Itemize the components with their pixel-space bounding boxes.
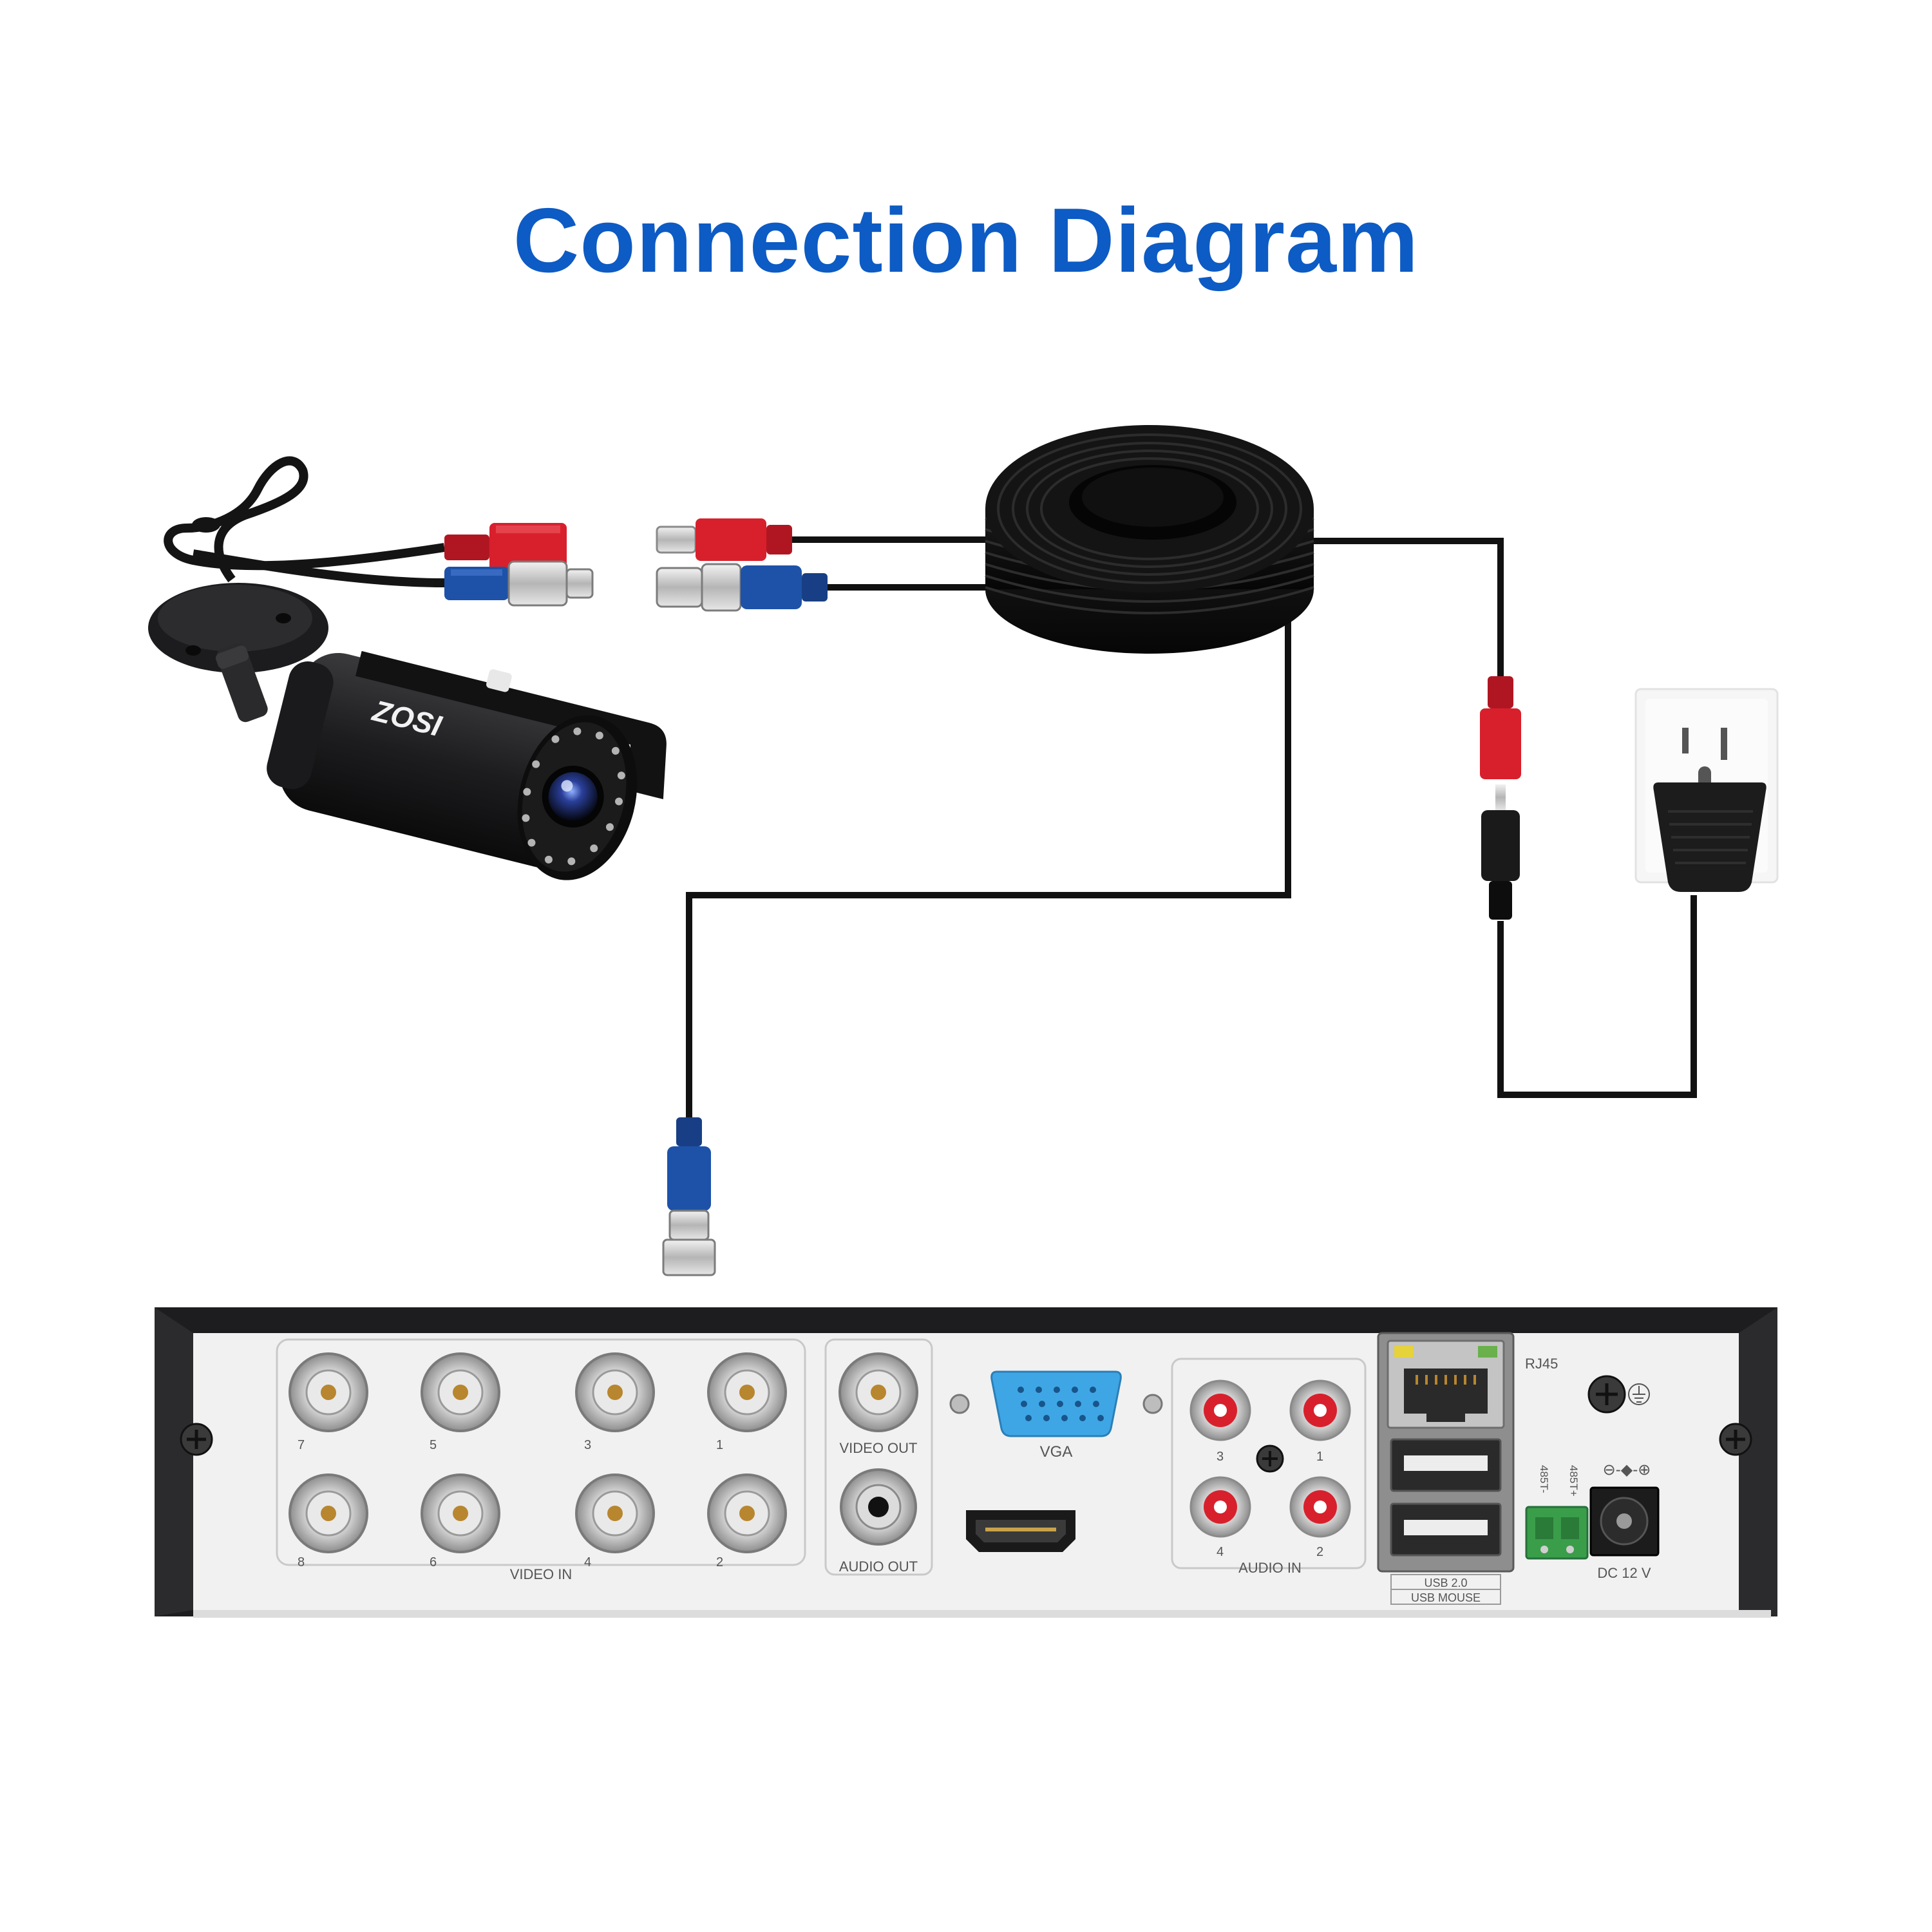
video-in-port-8[interactable] [289, 1473, 368, 1553]
audio-in-port-4[interactable] [1189, 1476, 1251, 1538]
dc-voltage-label: DC 12 V [1597, 1565, 1651, 1581]
video-out-bnc-port[interactable] [838, 1352, 918, 1432]
video-in-port-3[interactable] [575, 1352, 655, 1432]
video-in-port-2[interactable] [707, 1473, 787, 1553]
rs485-terminal[interactable] [1525, 1506, 1589, 1560]
rj45-port[interactable] [1387, 1340, 1505, 1429]
video-in-number-2: 2 [716, 1555, 723, 1569]
audio-in-port-3[interactable] [1189, 1379, 1251, 1441]
dc-power-jack[interactable] [1589, 1486, 1660, 1557]
video-in-label: VIDEO IN [510, 1566, 573, 1582]
video-in-number-1: 1 [716, 1438, 723, 1452]
video-in-port-1[interactable] [707, 1352, 787, 1432]
chassis-screw-right [1719, 1423, 1752, 1456]
cable-red-dc-male-connector [656, 518, 792, 561]
video-out-label: VIDEO OUT [839, 1440, 917, 1456]
video-in-number-5: 5 [430, 1438, 437, 1452]
video-in-bnc-ports [289, 1352, 787, 1553]
audio-in-number-3: 3 [1217, 1450, 1224, 1464]
usb-port-2[interactable] [1390, 1502, 1502, 1557]
video-in-number-4: 4 [584, 1555, 591, 1569]
camera-red-power-connector [444, 523, 567, 572]
rs485-minus-label: 485T- [1538, 1465, 1550, 1493]
rj45-label: RJ45 [1525, 1356, 1558, 1372]
camera-blue-bnc-connector [444, 560, 594, 607]
video-in-number-3: 3 [584, 1438, 591, 1452]
audio-in-port-2[interactable] [1289, 1476, 1351, 1538]
video-in-port-7[interactable] [289, 1352, 368, 1432]
audio-center-screw [1256, 1444, 1284, 1473]
video-in-port-6[interactable] [421, 1473, 500, 1553]
usb-label: USB 2.0 [1424, 1577, 1467, 1589]
audio-in-rca-ports [1189, 1379, 1351, 1538]
video-in-number-8: 8 [298, 1555, 305, 1569]
camera-pigtail-cable-2 [192, 549, 445, 587]
usb-port-1[interactable] [1390, 1438, 1502, 1492]
polarity-symbols: ⊖-◆-⊕ [1603, 1461, 1651, 1479]
audio-in-label: AUDIO IN [1238, 1560, 1302, 1576]
usb-mouse-label: USB MOUSE [1411, 1591, 1481, 1604]
ground-screw[interactable] [1587, 1375, 1626, 1414]
dvr-rear-panel: 7 5 3 1 8 6 4 2 VIDEO IN VIDEO OUT [155, 1307, 1777, 1618]
cable-coil [985, 425, 1314, 654]
chassis-screw-left [180, 1423, 213, 1456]
cable-blue-bnc-connector [656, 563, 828, 612]
vga-label: VGA [1040, 1443, 1073, 1461]
extension-cable [656, 425, 1697, 1276]
adapter-wire [1497, 895, 1697, 1098]
page-title: Connection Diagram [513, 189, 1419, 292]
power-lead-wire [1301, 538, 1504, 679]
power-adapter [1653, 782, 1766, 892]
audio-in-number-4: 4 [1217, 1545, 1224, 1559]
video-in-number-7: 7 [298, 1438, 305, 1452]
hdmi-port[interactable] [966, 1510, 1075, 1552]
audio-in-number-2: 2 [1316, 1545, 1323, 1559]
video-in-port-4[interactable] [575, 1473, 655, 1553]
vga-port[interactable] [949, 1370, 1163, 1437]
audio-out-label: AUDIO OUT [839, 1558, 918, 1575]
ground-symbol-icon [1628, 1383, 1650, 1405]
dvr-bnc-connector [662, 1117, 716, 1276]
audio-in-number-1: 1 [1316, 1450, 1323, 1464]
cable-grommet [192, 517, 220, 533]
video-in-port-5[interactable] [421, 1352, 500, 1432]
audio-out-rca-port[interactable] [840, 1468, 917, 1546]
power-lead-red-connector [1480, 676, 1521, 779]
bullet-camera: ZOSI [148, 456, 667, 880]
adapter-dc-plug [1481, 784, 1520, 920]
video-in-number-6: 6 [430, 1555, 437, 1569]
video-lead-wire [686, 592, 1291, 1121]
rs485-plus-label: 485T+ [1567, 1465, 1580, 1497]
audio-in-port-1[interactable] [1289, 1379, 1351, 1441]
